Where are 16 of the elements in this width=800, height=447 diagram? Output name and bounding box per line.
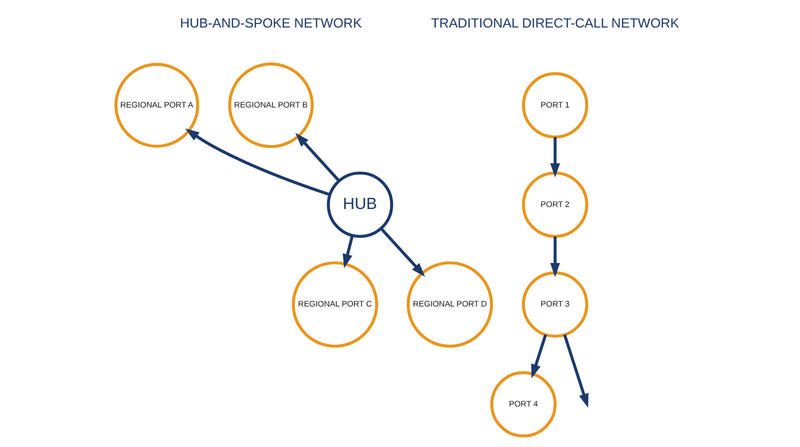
node-circle: REGIONAL PORT C [291,261,378,348]
node-circle: PORT 1 [521,72,588,138]
arrow [342,235,354,268]
node-circle: PORT 2 [521,172,588,238]
node-circle: PORT 3 [521,271,588,338]
arrow [550,137,560,178]
label: HUB-AND-SPOKE NETWORK [180,16,362,31]
arrow [530,334,547,378]
arrow [294,132,340,182]
arrow [550,236,560,277]
arrow [562,334,588,408]
node-circle: PORT 4 [490,371,556,438]
arrow [380,228,425,277]
arrow [184,128,330,196]
label: TRADITIONAL DIRECT-CALL NETWORK [430,16,679,31]
node-circle: HUB [326,172,393,238]
